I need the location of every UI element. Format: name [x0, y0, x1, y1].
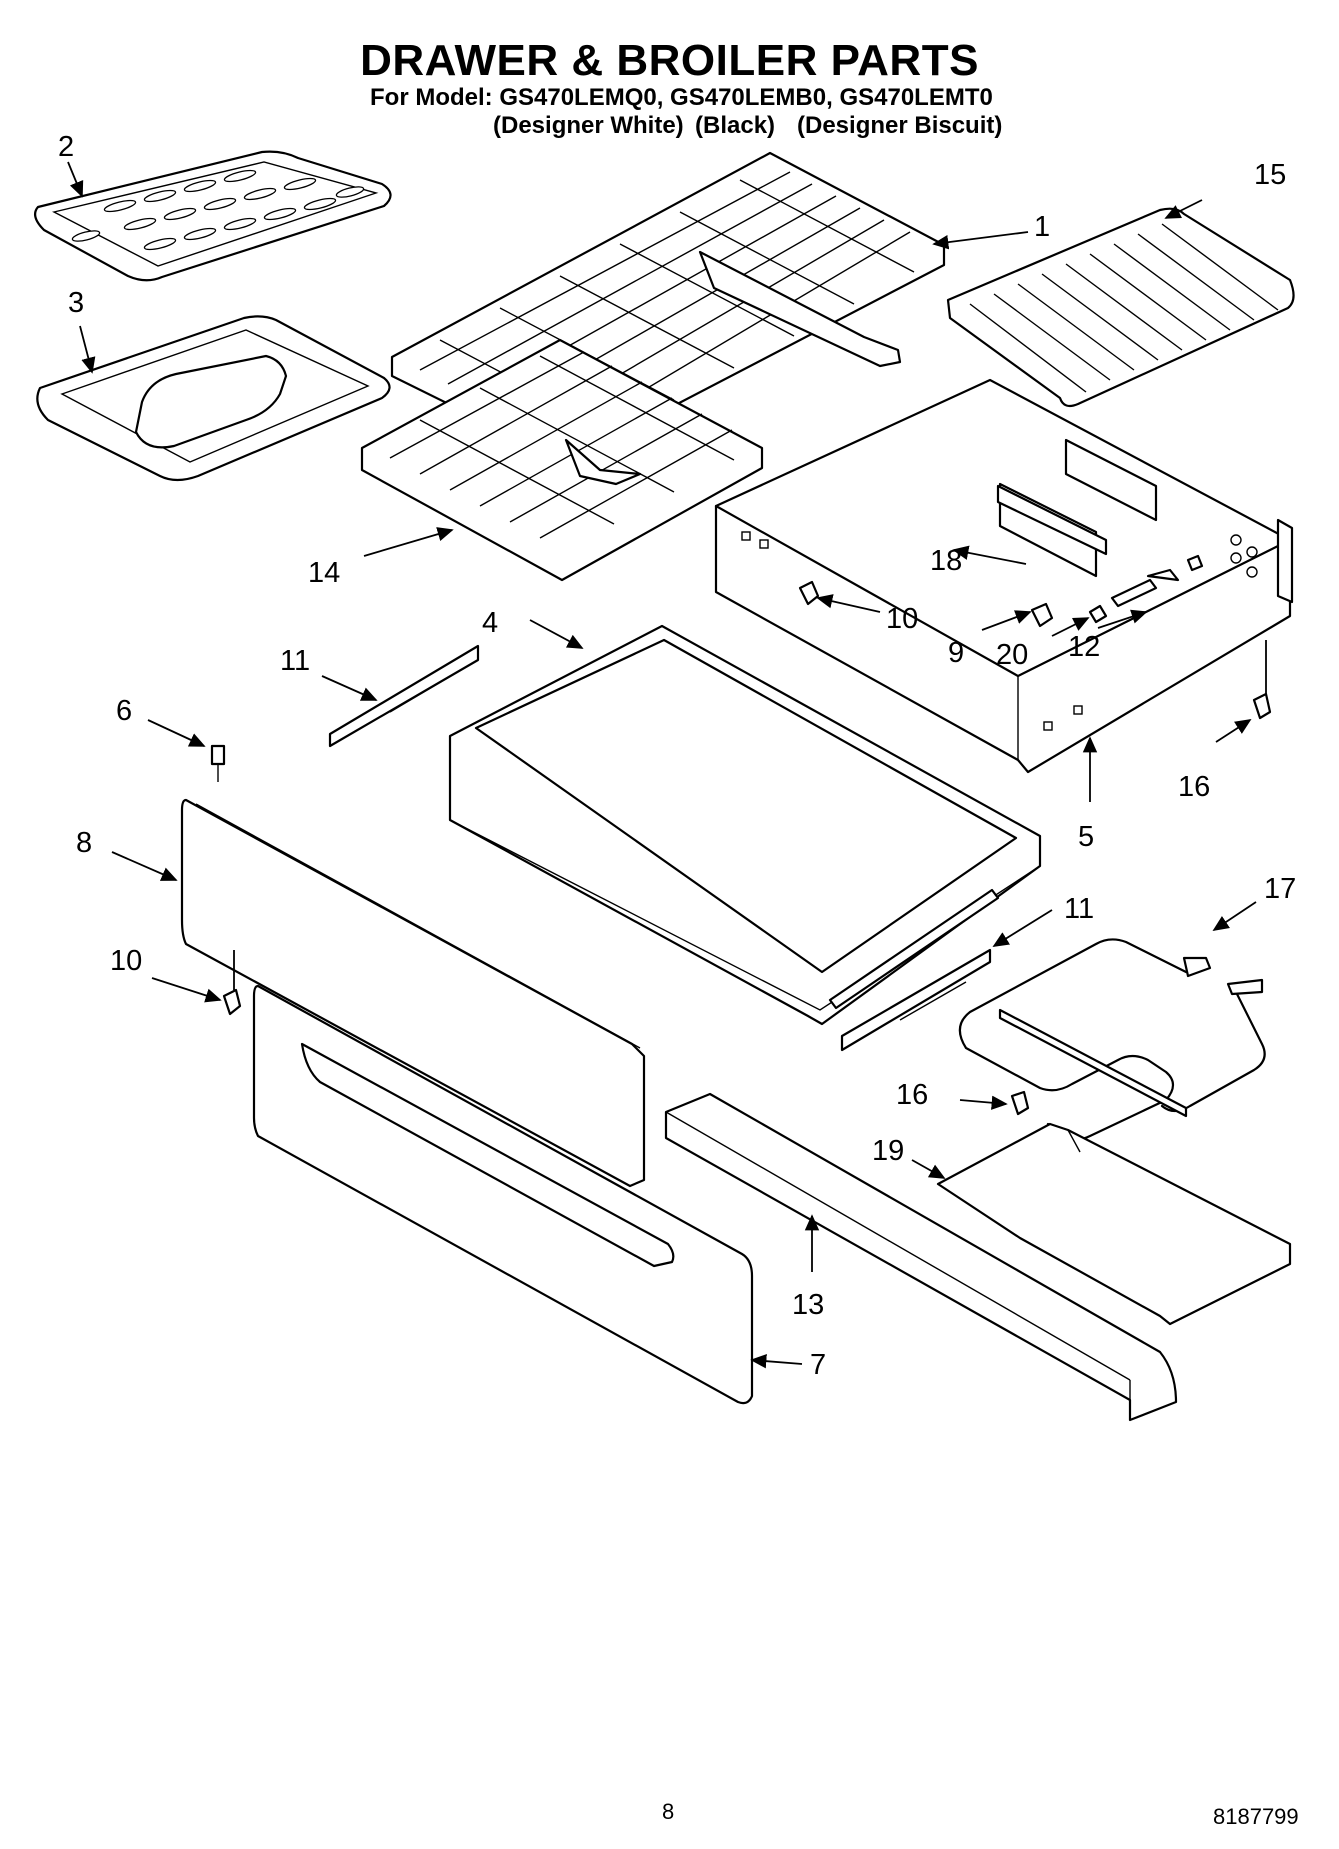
callout-16-lower: 16 [896, 1079, 928, 1111]
callout-15: 15 [1254, 159, 1286, 191]
callout-4: 4 [482, 607, 498, 639]
callout-leaders [67, 161, 1267, 1369]
broil-element-part [958, 938, 1266, 1141]
broiler-grid-part [33, 150, 392, 282]
drawer-front-panel-part [180, 798, 646, 1188]
document-number: 8187799 [1213, 1804, 1299, 1829]
callout-10-upper: 10 [886, 603, 918, 635]
variant-designer-biscuit: (Designer Biscuit) [797, 112, 1003, 139]
variant-designer-white: (Designer White) [493, 112, 684, 139]
callout-17: 17 [1264, 873, 1296, 905]
screw-16-parts [1010, 692, 1272, 1116]
callout-19: 19 [872, 1135, 904, 1167]
callout-18: 18 [930, 545, 962, 577]
page-number: 8 [662, 1799, 675, 1824]
screw-part [210, 744, 226, 782]
page-title: DRAWER & BROILER PARTS [360, 36, 979, 85]
drawer-pan-part [448, 624, 1042, 1026]
callout-20: 20 [996, 639, 1028, 671]
broiler-pan-part [36, 315, 391, 482]
trim-part [664, 1092, 1178, 1422]
callout-1: 1 [1034, 211, 1050, 243]
variant-black: (Black) [695, 112, 776, 139]
screw-left-part [222, 988, 242, 1016]
callout-16-upper: 16 [1178, 771, 1210, 803]
callout-6: 6 [116, 695, 132, 727]
callout-13: 13 [792, 1289, 824, 1321]
callout-11-upper: 11 [280, 645, 310, 677]
broiler-box-part [714, 378, 1294, 774]
drawer-door-part [252, 984, 754, 1405]
drawer-slide-upper-part [328, 644, 480, 748]
callout-10-lower: 10 [110, 945, 142, 977]
callout-2: 2 [58, 131, 74, 163]
callout-8: 8 [76, 827, 92, 859]
callout-5: 5 [1078, 821, 1094, 853]
callout-9: 9 [948, 637, 964, 669]
callout-14: 14 [308, 557, 340, 589]
callout-7: 7 [810, 1349, 826, 1381]
radiant-rack-part [946, 207, 1295, 408]
callout-12: 12 [1068, 631, 1100, 663]
callout-11-lower: 11 [1064, 893, 1094, 925]
drawer-slide-lower-part [840, 948, 992, 1052]
callout-labels: 2 3 1 15 14 18 10 9 20 12 16 5 4 11 6 8 … [58, 131, 1296, 1381]
callout-3: 3 [68, 287, 84, 319]
deflector-part [936, 1122, 1292, 1326]
oven-rack-lower-part [360, 338, 764, 582]
model-list: For Model: GS470LEMQ0, GS470LEMB0, GS470… [370, 84, 993, 111]
